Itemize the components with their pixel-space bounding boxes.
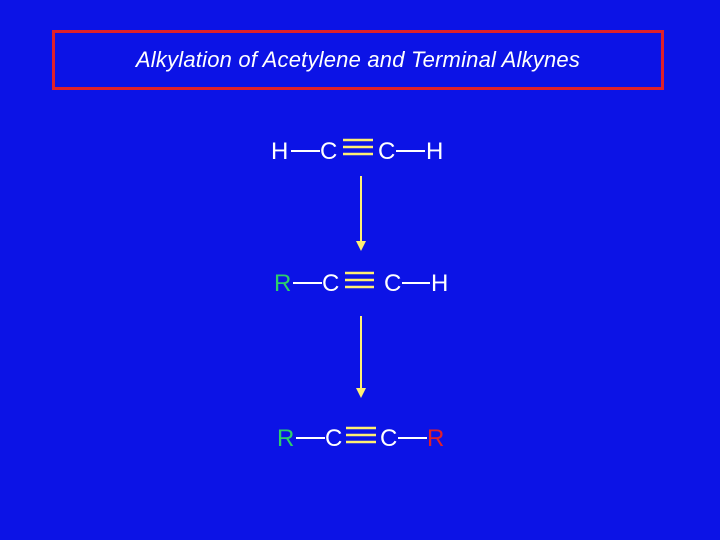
atom-c2: C	[384, 270, 401, 297]
atom-c1: C	[325, 425, 342, 452]
triple-bond	[343, 138, 373, 156]
atom-c1: C	[320, 138, 337, 165]
atom-h-right: H	[426, 138, 443, 165]
triple-bond	[345, 271, 374, 289]
atom-c2: C	[378, 138, 395, 165]
atom-c1: C	[322, 270, 339, 297]
alkyl-group-r: R	[274, 270, 291, 297]
atom-h-right: H	[431, 270, 448, 297]
atom-h-left: H	[271, 138, 288, 165]
alkyl-group-r: R	[277, 425, 294, 452]
slide-title: Alkylation of Acetylene and Terminal Alk…	[135, 47, 581, 72]
triple-bond	[346, 426, 376, 444]
molecule-acetylene: H C C H	[271, 138, 443, 165]
molecule-internal-alkyne: R C C R	[277, 425, 444, 452]
title-box: Alkylation of Acetylene and Terminal Alk…	[52, 30, 664, 90]
atom-c2: C	[380, 425, 397, 452]
molecule-terminal-alkyne: R C C H	[274, 270, 448, 297]
alkyl-group-r-2: R	[427, 425, 444, 452]
